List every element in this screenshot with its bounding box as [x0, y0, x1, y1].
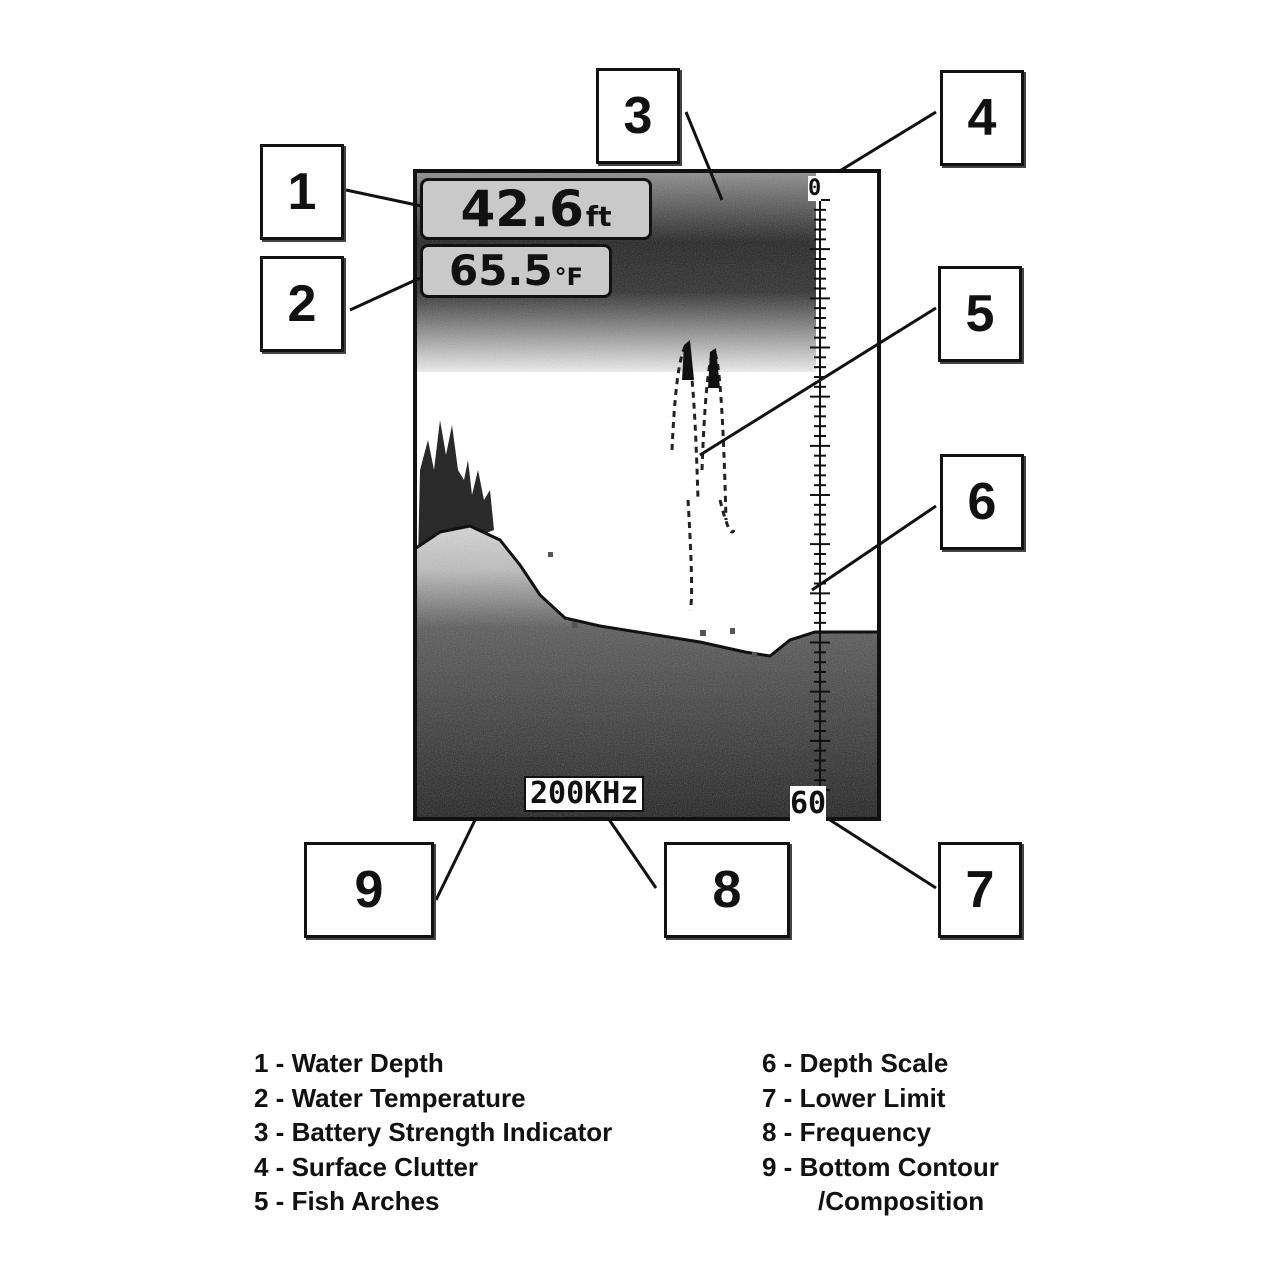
callout-4: 4 — [940, 70, 1024, 166]
depth-unit: ft — [585, 200, 612, 233]
legend-item: 9 - Bottom Contour — [762, 1151, 999, 1182]
legend-item: 3 - Battery Strength Indicator — [254, 1117, 613, 1147]
depth-value: 42.6 — [460, 180, 584, 238]
vegetation — [418, 420, 494, 560]
legend-right: 6 - Depth Scale 7 - Lower Limit 8 - Freq… — [762, 1046, 999, 1219]
temperature-unit: °F — [554, 263, 584, 291]
legend-item: 6 - Depth Scale — [762, 1048, 949, 1078]
legend-item: 4 - Surface Clutter — [254, 1151, 478, 1182]
scale-bottom-label: 60 — [790, 786, 827, 821]
depth-readout: 42.6 ft — [420, 178, 652, 240]
fish-arches — [670, 342, 736, 611]
legend-item: 7 - Lower Limit — [762, 1082, 946, 1113]
callout-2: 2 — [260, 256, 344, 352]
depth-scale — [810, 199, 830, 791]
frequency-label: 200KHz — [524, 776, 645, 812]
callout-9: 9 — [304, 842, 434, 938]
callout-5: 5 — [938, 266, 1022, 362]
callout-3: 3 — [596, 68, 680, 164]
legend-item: /Composition — [818, 1186, 985, 1216]
legend-item: 1 - Water Depth — [254, 1048, 444, 1078]
scale-top-label: 0 — [808, 176, 822, 201]
legend-left: 1 - Water Depth 2 - Water Temperature 3 … — [254, 1046, 612, 1219]
temperature-value: 65.5 — [448, 246, 553, 295]
callout-1: 1 — [260, 144, 344, 240]
callout-7: 7 — [938, 842, 1022, 938]
screen-frame — [413, 169, 881, 821]
legend-item: 5 - Fish Arches — [254, 1186, 440, 1216]
legend-item: 2 - Water Temperature — [254, 1082, 526, 1113]
callout-8: 8 — [664, 842, 790, 938]
callout-6: 6 — [940, 454, 1024, 550]
temperature-readout: 65.5 °F — [420, 244, 612, 298]
legend-item: 8 - Frequency — [762, 1117, 932, 1147]
